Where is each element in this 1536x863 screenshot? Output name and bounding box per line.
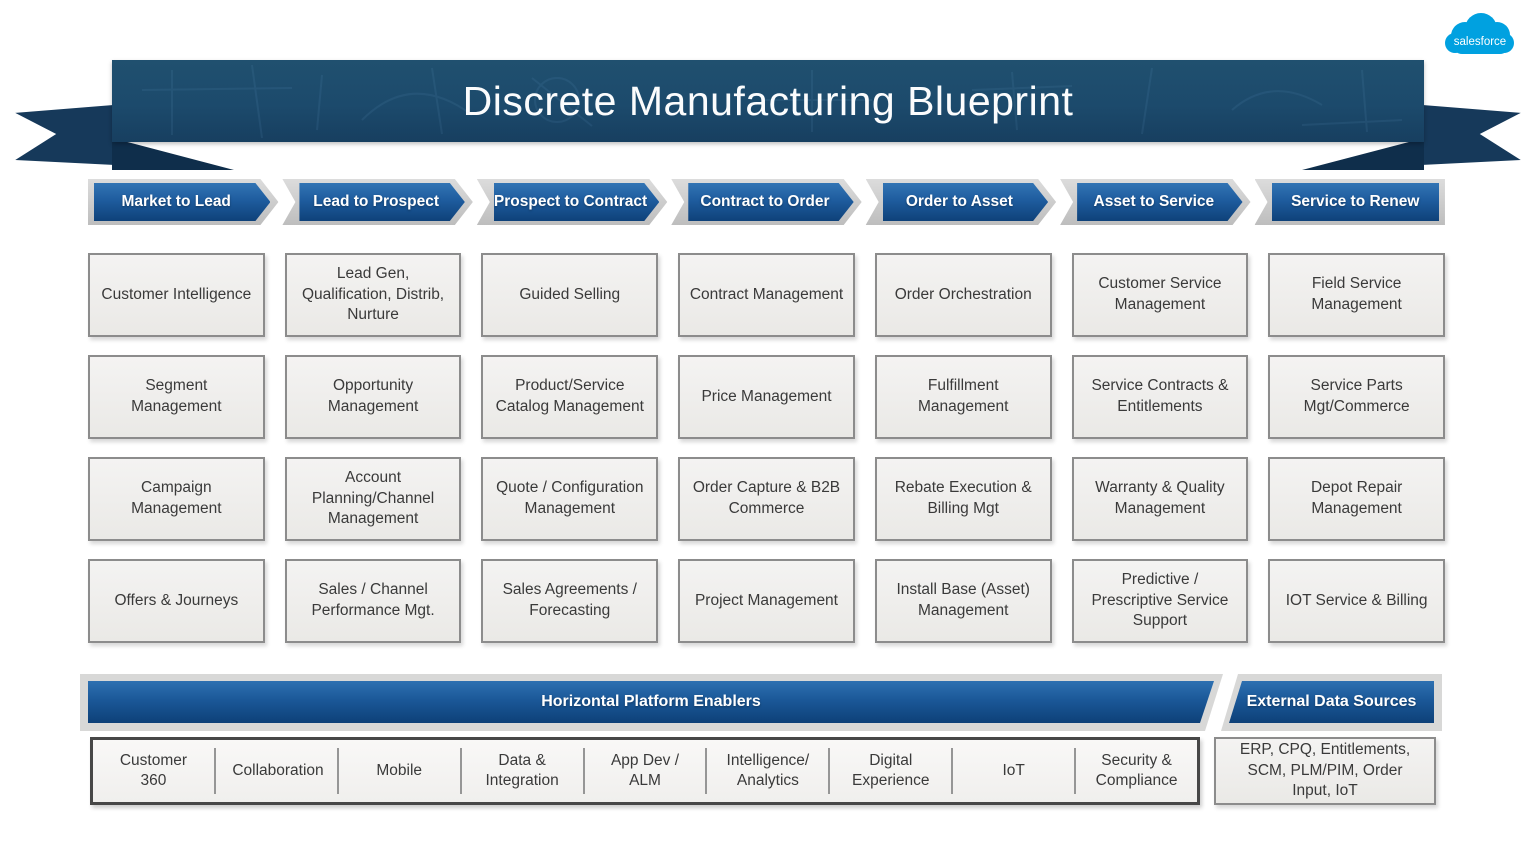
salesforce-cloud-icon: salesforce: [1445, 13, 1514, 54]
capability-box: Segment Management: [88, 355, 265, 439]
page-title: Discrete Manufacturing Blueprint: [462, 77, 1074, 124]
ribbon-fold-left: [112, 138, 234, 170]
divider: [705, 748, 708, 794]
stage-header-prospect-to-contract: Prospect to Contract: [477, 179, 667, 225]
enabler-item-customer-360: Customer 360: [93, 740, 214, 802]
ribbon-fold-right: [1302, 138, 1424, 170]
capability-box: Contract Management: [678, 253, 855, 337]
external-data-sources-title: External Data Sources: [1246, 693, 1417, 710]
enabler-item-data-integration: Data & Integration: [462, 740, 583, 802]
capability-box: Customer Service Management: [1071, 253, 1249, 337]
enabler-label: Customer 360: [119, 751, 188, 789]
capability-box: Depot Repair Management: [1268, 457, 1445, 541]
divider: [1074, 748, 1077, 794]
capability-box: Sales Agreements / Forecasting: [481, 559, 659, 643]
capability-box: Project Management: [678, 559, 855, 643]
enabler-label: IoT: [1002, 761, 1025, 779]
capability-box: Warranty & Quality Management: [1071, 457, 1249, 541]
capability-box: Price Management: [678, 355, 855, 439]
enabler-item-app-dev-alm: App Dev / ALM: [585, 740, 706, 802]
ribbon-tail-left: [15, 104, 115, 165]
stage-header-service-to-renew: Service to Renew: [1254, 179, 1445, 225]
capability-box: Offers & Journeys: [88, 559, 265, 643]
enabler-label: Data & Integration: [485, 751, 559, 789]
capability-box: Opportunity Management: [284, 355, 462, 439]
capability-box: Sales / Channel Performance Mgt.: [284, 559, 462, 643]
divider: [336, 748, 339, 794]
stage-header-contract-to-order: Contract to Order: [671, 179, 861, 225]
ribbon-tail-right: [1421, 104, 1521, 165]
salesforce-wordmark: salesforce: [1454, 36, 1506, 48]
enabler-label: App Dev / ALM: [610, 751, 680, 789]
enabler-label: Digital Experience: [852, 751, 930, 789]
stage-header-label: Order to Asset: [905, 193, 1013, 211]
enabler-label: Security & Compliance: [1095, 751, 1178, 789]
capability-box: Order Capture & B2B Commerce: [678, 457, 855, 541]
salesforce-logo: salesforce: [1440, 8, 1520, 64]
capability-box: Customer Intelligence: [88, 253, 265, 337]
enabler-item-collaboration: Collaboration: [216, 740, 337, 802]
capability-box: Lead Gen, Qualification, Distrib, Nurtur…: [284, 253, 462, 337]
stage-header-row: Market to Lead Lead to Prospect Prospect…: [88, 179, 1445, 225]
stage-header-label: Contract to Order: [700, 193, 830, 211]
stage-header-label: Asset to Service: [1093, 193, 1215, 211]
divider: [828, 748, 831, 794]
capability-box: Service Contracts & Entitlements: [1071, 355, 1249, 439]
capability-box: Field Service Management: [1268, 253, 1445, 337]
enabler-item-mobile: Mobile: [339, 740, 460, 802]
enabler-item-security-compliance: Security & Compliance: [1076, 740, 1197, 802]
title-banner: Discrete Manufacturing Blueprint: [112, 60, 1424, 142]
enabler-label: Intelligence/ Analytics: [726, 751, 810, 789]
platform-enablers-box: Customer 360 Collaboration Mobile Data &…: [90, 737, 1200, 805]
external-data-sources-bar: External Data Sources: [1229, 681, 1434, 723]
stage-header-market-to-lead: Market to Lead: [88, 179, 278, 225]
stage-header-order-to-asset: Order to Asset: [866, 179, 1056, 225]
blueprint-texture: [141, 64, 1403, 139]
divider: [582, 748, 585, 794]
capability-box: Quote / Configuration Management: [481, 457, 659, 541]
capability-box: Service Parts Mgt/Commerce: [1268, 355, 1445, 439]
platform-enablers-bar: Horizontal Platform Enablers: [88, 681, 1214, 723]
capability-grid: Customer Intelligence Lead Gen, Qualific…: [88, 253, 1445, 643]
capability-box: Install Base (Asset) Management: [874, 559, 1052, 643]
enabler-item-digital-experience: Digital Experience: [830, 740, 951, 802]
enabler-label: Mobile: [376, 761, 423, 779]
stage-header-label: Market to Lead: [121, 193, 231, 211]
capability-box: Order Orchestration: [874, 253, 1052, 337]
divider: [951, 748, 954, 794]
capability-box: Product/Service Catalog Management: [481, 355, 659, 439]
capability-box: Campaign Management: [88, 457, 265, 541]
divider: [459, 748, 462, 794]
capability-box: IOT Service & Billing: [1268, 559, 1445, 643]
stage-header-label: Prospect to Contract: [493, 193, 648, 211]
capability-box: Guided Selling: [481, 253, 659, 337]
external-data-sources-box: ERP, CPQ, Entitlements, SCM, PLM/PIM, Or…: [1214, 737, 1436, 805]
divider: [213, 748, 216, 794]
platform-enablers-title: Horizontal Platform Enablers: [541, 693, 761, 710]
enabler-item-intelligence-analytics: Intelligence/ Analytics: [707, 740, 828, 802]
stage-header-label: Lead to Prospect: [313, 193, 439, 211]
capability-box: Fulfillment Management: [874, 355, 1052, 439]
capability-box: Account Planning/Channel Management: [284, 457, 462, 541]
capability-box: Predictive / Prescriptive Service Suppor…: [1071, 559, 1249, 643]
external-data-sources-content: ERP, CPQ, Entitlements, SCM, PLM/PIM, Or…: [1239, 740, 1411, 800]
capability-box: Rebate Execution & Billing Mgt: [874, 457, 1052, 541]
enabler-label: Collaboration: [232, 761, 324, 779]
stage-header-label: Service to Renew: [1291, 193, 1420, 211]
enabler-item-iot: IoT: [953, 740, 1074, 802]
stage-header-lead-to-prospect: Lead to Prospect: [282, 179, 472, 225]
stage-header-asset-to-service: Asset to Service: [1060, 179, 1250, 225]
